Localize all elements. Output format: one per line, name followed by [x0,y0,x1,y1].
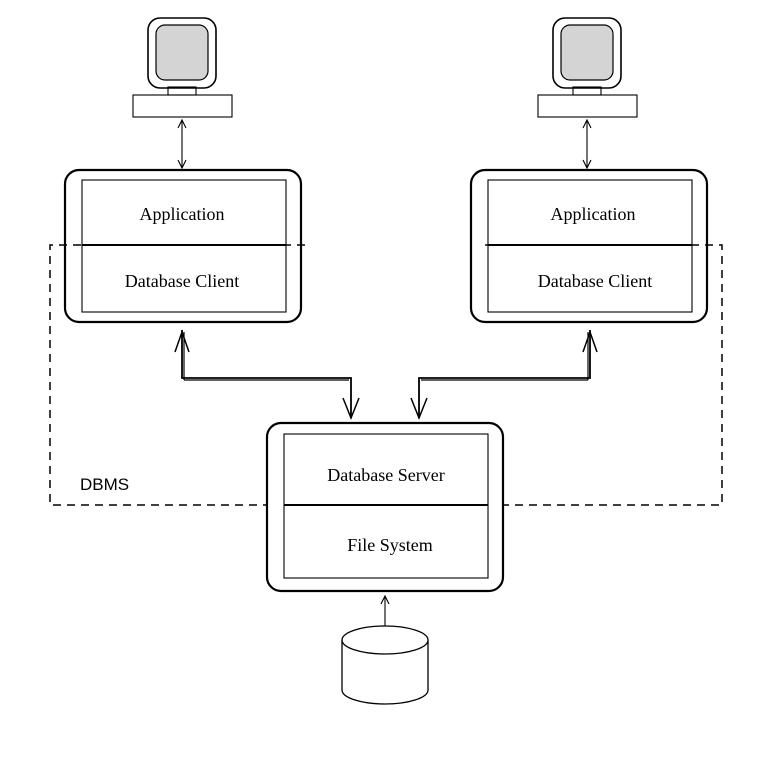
left-client-box [63,168,303,324]
server-box [265,421,505,593]
left-application-label: Application [140,204,225,224]
right-client-server-connector [410,329,598,421]
right-application-label: Application [551,204,636,224]
right-client-box [469,168,709,324]
left-computer-icon [132,17,233,118]
right-computer-icon [537,17,638,118]
left-client-server-connector [174,329,360,421]
right-terminal-link-arrow [582,118,592,170]
database-server-label: Database Server [327,465,444,485]
left-terminal-link-arrow [177,118,187,170]
file-system-label: File System [347,535,433,555]
dbms-label: DBMS [80,475,129,494]
left-database-client-label: Database Client [125,271,239,291]
right-database-client-label: Database Client [538,271,652,291]
database-disk-icon [341,625,429,705]
